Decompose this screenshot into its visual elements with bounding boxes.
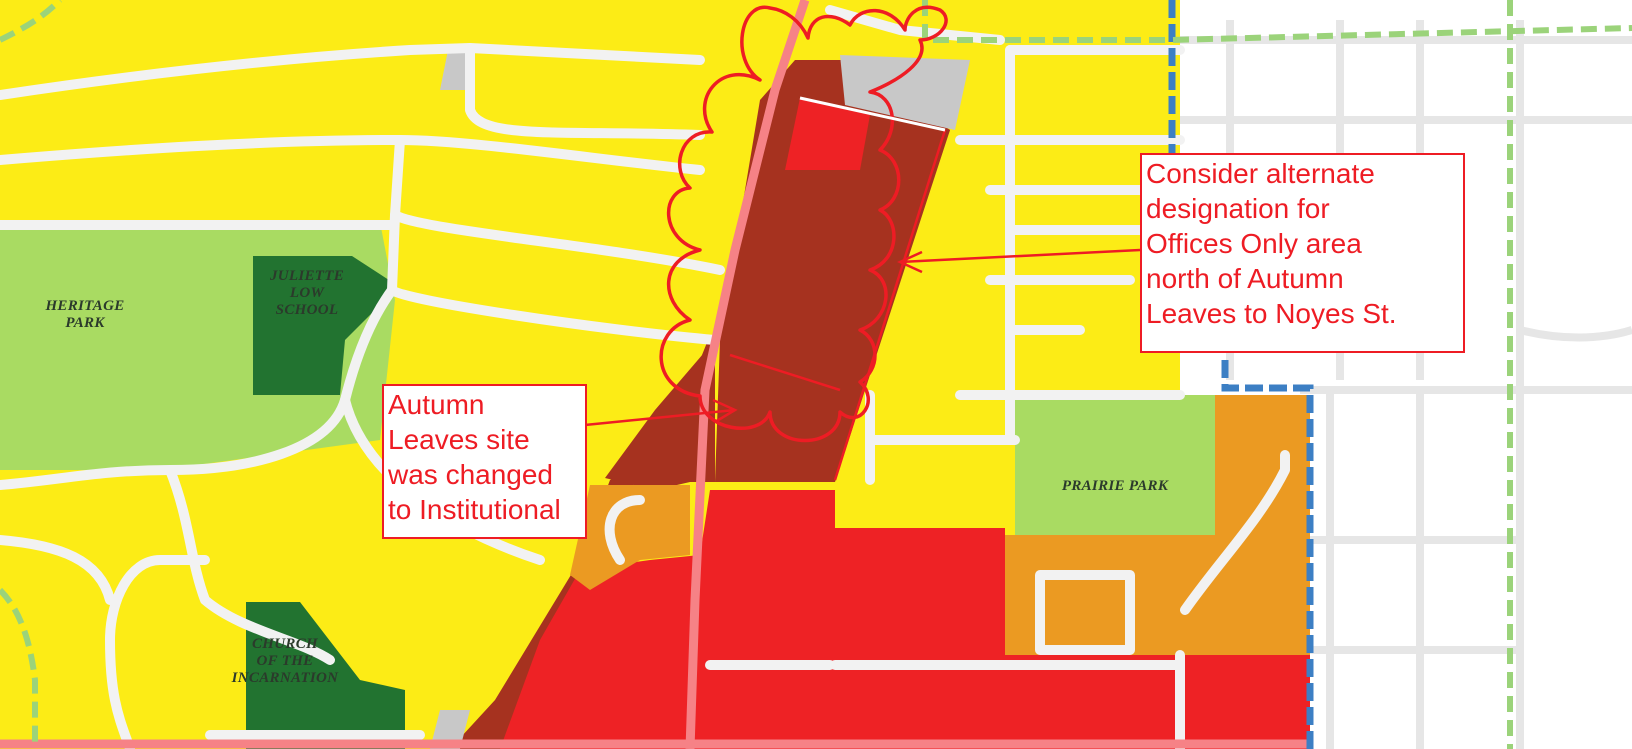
site-divider-line: [729, 353, 841, 392]
revision-cloud: [659, 5, 948, 443]
prairie-park-label: PRAIRIE PARK: [1061, 478, 1169, 494]
arrowhead-autumn: [712, 398, 738, 424]
prairie-park-area: [1015, 395, 1215, 535]
heritage-park-label: HERITAGE PARK: [45, 298, 125, 331]
vacant-area-north: [840, 55, 970, 130]
leader-line-alternate: [899, 248, 1141, 264]
local-streets: [0, 5, 1290, 749]
mixed-use-area-east: [1005, 395, 1310, 655]
arterial-road-diagonal: [685, 0, 810, 749]
vacant-area-south: [430, 710, 470, 749]
autumn-leaves-callout: Autumn Leaves site was changed to Instit…: [382, 384, 587, 539]
juliette-low-school-area: [253, 256, 395, 395]
alternate-designation-callout: Consider alternate designation for Offic…: [1140, 153, 1465, 353]
vacant-area-west: [440, 50, 470, 90]
commercial-area-south: [500, 490, 1310, 749]
institutional-area-main: [715, 60, 950, 482]
institutional-area-southwest: [605, 340, 715, 490]
juliette-low-school-label: JULIETTE LOW SCHOOL: [269, 268, 345, 318]
site-outline-north: [799, 96, 946, 132]
site-outline-east: [833, 129, 947, 481]
church-label: CHURCH OF THE INCARNATION: [231, 636, 339, 686]
arrowhead-alternate: [896, 250, 923, 274]
mixed-use-area-west: [570, 485, 690, 590]
leader-line-autumn: [584, 408, 736, 427]
commercial-area-north: [785, 98, 870, 170]
